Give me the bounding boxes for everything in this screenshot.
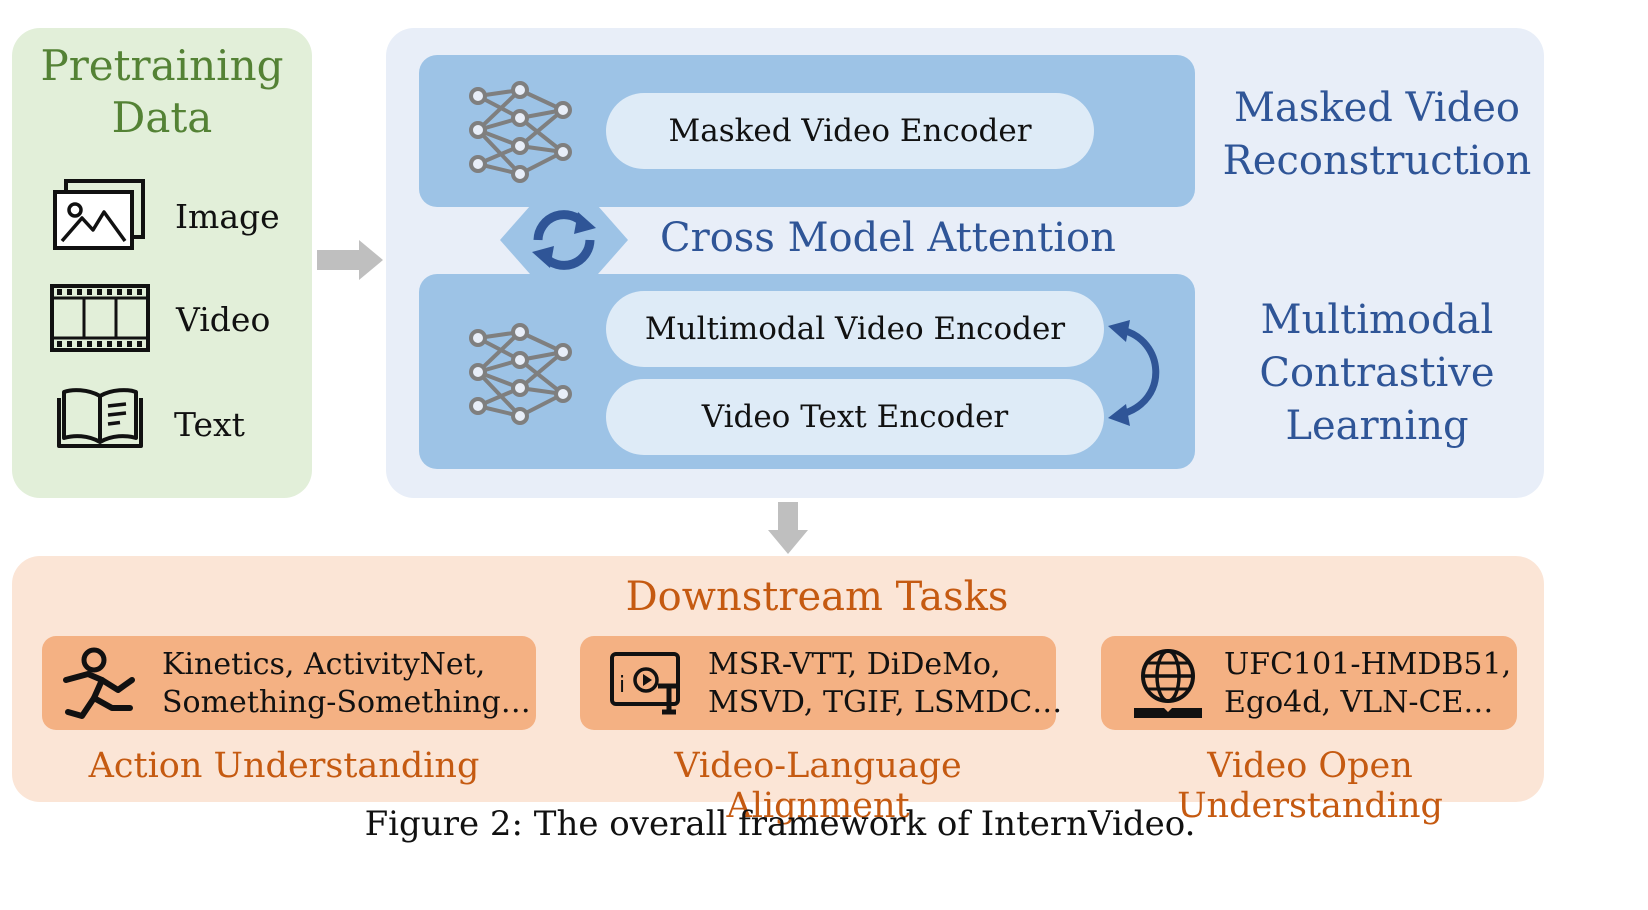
masked-title-line1: Masked Video (1234, 85, 1520, 131)
task-2-line1: MSR-VTT, DiDeMo, (708, 647, 1001, 682)
task-2-line2: MSVD, TGIF, LSMDC… (708, 685, 1063, 720)
multimodal-video-encoder: Multimodal Video Encoder (606, 291, 1104, 367)
video-language-alignment-box (580, 636, 1056, 730)
masked-title-line2: Reconstruction (1222, 138, 1532, 184)
bidirectional-arrow-icon (1108, 320, 1160, 426)
sync-icon (500, 206, 628, 274)
action-understanding-label: Action Understanding (88, 746, 480, 786)
downstream-tasks-title: Downstream Tasks (625, 574, 1009, 620)
pretraining-item-image: Image (175, 197, 280, 236)
pretraining-title-line1: Pretraining (40, 41, 284, 90)
pretraining-item-text: Text (174, 405, 245, 444)
neural-network-icon (469, 81, 572, 183)
contrastive-line2: Contrastive (1259, 350, 1495, 396)
contrastive-line3: Learning (1285, 403, 1469, 449)
film-strip-icon (50, 284, 150, 352)
video-text-icon: i (610, 652, 680, 715)
masked-video-reconstruction-title: Masked Video Reconstruction (1222, 82, 1532, 188)
task-3-line2: Ego4d, VLN-CE… (1224, 685, 1494, 720)
masked-video-encoder: Masked Video Encoder (606, 93, 1094, 169)
neural-network-icon (469, 323, 572, 425)
multimodal-contrastive-learning-title: Multimodal Contrastive Learning (1222, 294, 1532, 453)
task-1-line2: Something-Something… (162, 685, 531, 720)
video-open-understanding-label: Video Open Understanding (1177, 746, 1443, 826)
task-1-line1: Kinetics, ActivityNet, (162, 647, 486, 682)
pretraining-data-title: Pretraining Data (12, 40, 312, 144)
cross-model-attention-label: Cross Model Attention (660, 215, 1116, 261)
running-person-icon (63, 647, 135, 719)
figure-caption: Figure 2: The overall framework of Inter… (364, 804, 1196, 844)
arrow-right-icon (317, 240, 383, 280)
pretraining-item-video: Video (176, 300, 271, 339)
video-language-alignment-label: Video-Language Alignment (674, 746, 962, 826)
pretraining-title-line2: Data (111, 93, 213, 142)
task-3-line1: UFC101-HMDB51, (1224, 647, 1512, 682)
globe-book-icon (1134, 649, 1202, 718)
contrastive-line1: Multimodal (1260, 297, 1494, 343)
svg-text:i: i (619, 673, 625, 698)
image-icon (53, 179, 145, 250)
video-text-encoder: Video Text Encoder (606, 379, 1104, 455)
book-icon (57, 388, 143, 448)
arrow-down-icon (768, 502, 808, 554)
